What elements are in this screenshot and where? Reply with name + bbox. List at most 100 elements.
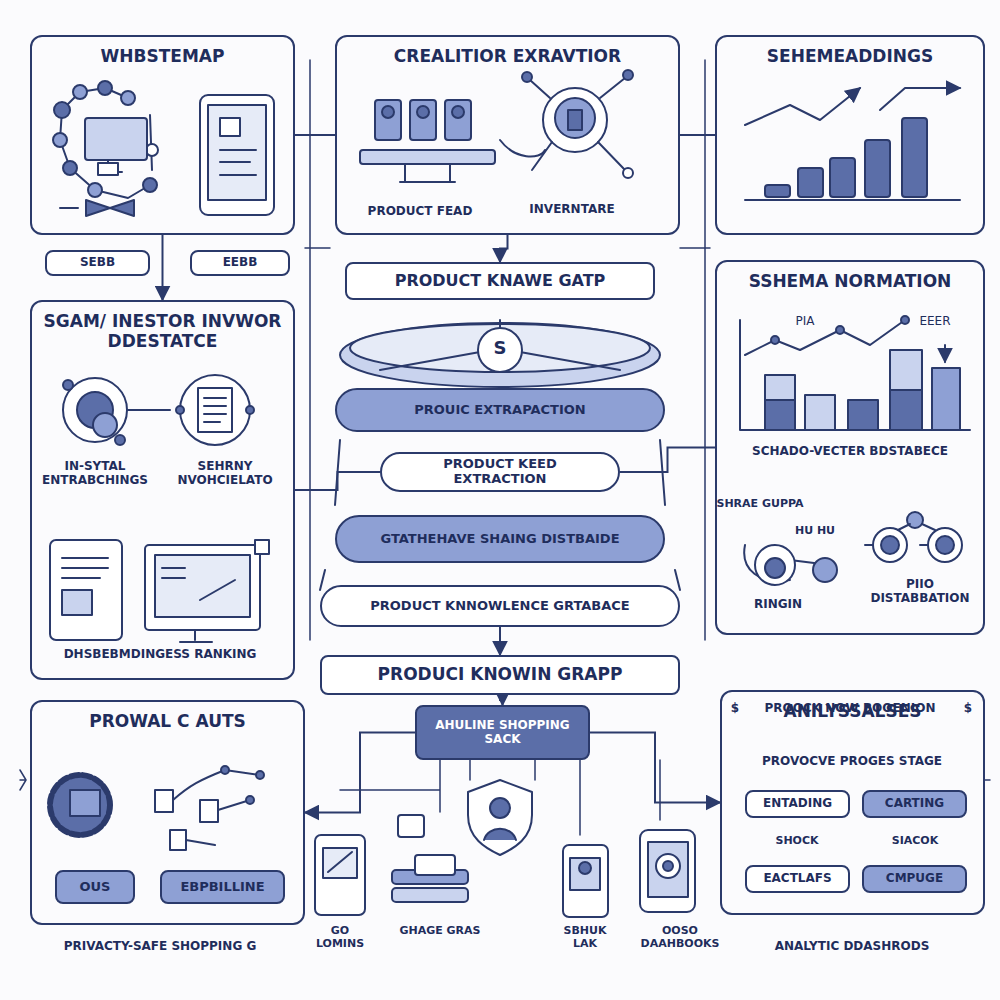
coin-icon-part (63, 378, 127, 442)
panel-box: ANILYSSALSESENTADINGCARTINGEACTLAFSCMPUG… (720, 690, 985, 915)
magnifier-icon-part (530, 78, 625, 170)
connector (590, 733, 720, 803)
document-icon-part (246, 406, 254, 414)
line-chart-part (771, 336, 779, 344)
box-label: EEBB (223, 256, 258, 270)
graph-icons-part (928, 528, 962, 562)
magnifier-icon-part (568, 110, 582, 130)
coin-icon (63, 378, 170, 445)
connector (162, 235, 164, 300)
text-label: SHOCK (752, 835, 842, 848)
phone-icon-2 (563, 845, 608, 917)
text-label: OOSO DAAHBOOKS (630, 925, 730, 950)
screen-icons (50, 540, 269, 642)
title-box: PRODUCT KNAWE GATP (345, 262, 655, 300)
desk-icon-part (417, 106, 429, 118)
text-label: GO LOMINS (305, 925, 375, 950)
flow-icon (155, 766, 264, 850)
flow-icon-part (221, 766, 229, 774)
text-label: PRIVACTY-SAFE SHOPPING G (20, 940, 300, 954)
connector (680, 134, 715, 136)
line-chart-part (890, 390, 922, 430)
coin-icon-part (127, 409, 170, 411)
database-top-part (340, 323, 660, 387)
line-chart-part (890, 350, 922, 430)
flow-icon-part (200, 800, 218, 822)
text-label: HU HU (785, 525, 845, 538)
box-label: PRODUCT KNNOWLENCE GRTABACE (370, 599, 630, 614)
database-layer: PRODUCT KEED EXTRACTION (380, 452, 620, 492)
network-icon-part (53, 133, 67, 147)
network-icon-part (73, 85, 87, 99)
screen-icons-part (62, 558, 108, 578)
text-label: EEER (910, 315, 960, 329)
network-icon-part (121, 91, 135, 105)
box-label: EBPBILLINE (180, 880, 264, 895)
database-top-part (350, 324, 650, 372)
desk-icon-part (400, 164, 455, 182)
connector (500, 235, 508, 262)
phone-icon-3-part (656, 854, 680, 878)
text-label: PIA (780, 315, 830, 329)
magnifier-icon-part (555, 98, 595, 138)
graph-icons-part (765, 558, 785, 578)
desk-icon-part (375, 100, 401, 140)
box-heading: SSHEMA NORMATION (725, 272, 975, 292)
phone-icon-3-part (663, 861, 673, 871)
connector (620, 448, 715, 472)
gear-icon (50, 775, 110, 835)
text-label: ANALYTIC DDASHRODS (732, 940, 972, 954)
panel-box: PROWAL C AUTSOUSEBPBILLINE (30, 700, 305, 925)
graph-icons (744, 512, 962, 585)
screen-icons-part (155, 555, 250, 617)
line-chart-part (745, 320, 905, 355)
graph-icons-part (898, 524, 935, 530)
text-label: $ (728, 702, 742, 716)
database-top (320, 320, 680, 590)
connector (499, 627, 501, 655)
box-label: AHULINE SHOPPING SACK (423, 719, 582, 747)
shield-icon (468, 780, 532, 855)
tablet-icon-part (200, 95, 274, 215)
document-icon (176, 375, 254, 445)
tablet-icon-part (220, 150, 256, 175)
text-label: SEHRNY NVOHCIELATO (165, 460, 285, 488)
text-label: PROOCK NOW BOOENION (750, 702, 950, 716)
panel-box: SGAM/ INESTOR INVWOR DDESTATCE (30, 300, 295, 680)
text-label: SCHADO-VECTER BDSTABECE (720, 445, 980, 459)
box-label: CARTING (885, 797, 944, 811)
line-chart-part (932, 368, 960, 430)
line-chart-part (765, 400, 795, 430)
bar-chart-part (830, 158, 855, 197)
frame-wire-part (20, 770, 26, 790)
line-chart-part (765, 375, 795, 430)
phone-icon-1-part (315, 835, 365, 915)
flow-icon-part (256, 771, 264, 779)
small-box: SEBB (45, 250, 150, 276)
magnifier-icon-part (623, 70, 633, 80)
button-box: EACTLAFS (745, 865, 850, 893)
flow-icon-part (246, 796, 254, 804)
text-label: PIIO DISTABBATION (855, 578, 985, 606)
network-icon-part (88, 183, 102, 197)
graph-icons-part (813, 558, 837, 582)
text-label: PROVOCVE PROGES STAGE (732, 755, 972, 769)
disk-outline (336, 516, 664, 562)
tablet-icon (200, 95, 274, 215)
connector (500, 695, 503, 705)
box-heading: CREALITIOR EXRAVTIOR (345, 47, 670, 67)
desk-icon-part (360, 150, 495, 164)
flow-icon-part (170, 830, 186, 850)
disk-outline (381, 453, 619, 491)
box-heading: SEHEMEADDINGS (725, 47, 975, 67)
button-box: CARTING (862, 790, 967, 818)
desk-icon-part (410, 100, 436, 140)
bar-chart (745, 88, 960, 200)
bar-chart-part (765, 185, 790, 197)
network-icon-part (143, 178, 157, 192)
text-label: SBHUK LAK (550, 925, 620, 950)
coin-icon-part (115, 435, 125, 445)
text-label: S (485, 338, 515, 359)
network-icon-part (60, 88, 152, 198)
magnifier-icon-part (522, 72, 532, 82)
